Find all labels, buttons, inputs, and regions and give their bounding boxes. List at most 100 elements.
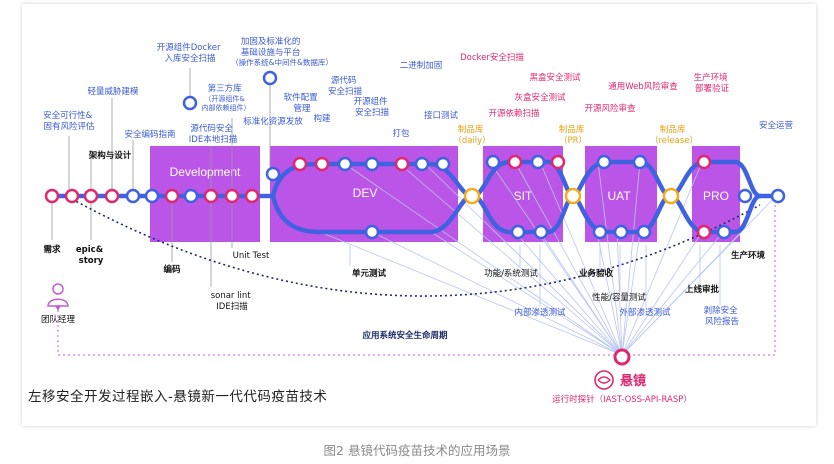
node-security-feasibility (64, 188, 80, 204)
stage-label-uat: UAT (607, 189, 631, 203)
label-docker-scan: Docker安全扫描 (460, 52, 524, 63)
label-product-daily: 制品库 （daily） (453, 124, 490, 146)
stage-label-sit: SIT (514, 189, 533, 203)
node-source-scan (337, 156, 353, 172)
label-source-scan: 源代码 安全扫描 (328, 75, 363, 97)
label-biz-accept: 业务验收 (579, 268, 614, 279)
node-product-release (662, 187, 680, 205)
label-team-manager: 团队经理 (41, 314, 76, 325)
label-go-live: 上线审批 (685, 284, 720, 295)
node-interface (435, 156, 451, 172)
label-third-party: 第三方库 （开源组件& 内部依赖组件） (202, 83, 251, 112)
node-binary (414, 156, 430, 172)
node-third-party (183, 188, 199, 204)
node-oss-scan (364, 156, 380, 172)
logo-text: 悬镜 (620, 373, 646, 389)
pipeline-nodes (44, 70, 786, 240)
label-secure-coding: 安全编码指南 (124, 129, 175, 140)
label-perf-test: 性能/容量测试 (592, 292, 646, 303)
xuanjing-logo: 悬镜 (594, 370, 646, 390)
node-hardening (262, 70, 278, 86)
node-docker (485, 154, 501, 170)
label-build: 构建 (313, 113, 331, 124)
diagram-title: 左移安全开发过程嵌入-悬镜新一代代码疫苗技术 (28, 389, 328, 405)
node-biz-accept (592, 224, 608, 240)
label-external-pentest: 外部渗透测试 (619, 307, 671, 318)
label-runtime-probe: 运行时探针（IAST-OSS-API-RASP） (552, 394, 692, 405)
node-coding (164, 188, 180, 204)
node-config (292, 156, 308, 172)
label-unit-test: Unit Test (233, 251, 270, 261)
label-std-release: 标准化资源发放 (243, 116, 303, 127)
node-runtime-probe (613, 348, 631, 366)
node-source-ide (203, 188, 219, 204)
label-web-risk: 通用Web风险审查 (608, 81, 678, 92)
node-web-risk (632, 154, 648, 170)
node-go-live (696, 224, 712, 240)
node-graybox (530, 154, 546, 170)
node-func-test (510, 224, 526, 240)
node-requirement (44, 188, 60, 204)
label-oss-docker: 开源组件Docker 入库安全扫描 (157, 42, 223, 64)
label-unit-test-cn: 单元测试 (352, 268, 387, 279)
node-arch (144, 188, 160, 204)
label-sonar: sonar lint IDE扫描 (211, 291, 254, 312)
feedback-loop (55, 205, 776, 356)
label-internal-pentest: 内部渗透测试 (514, 307, 566, 318)
label-hardening: 加固及标准化的 基础设施与平台 （操作系统&中间件&数据库） (231, 36, 333, 67)
node-pro-mid (737, 188, 753, 204)
node-dress-report (716, 224, 732, 240)
label-epic-story: epic& story (76, 245, 106, 266)
label-oss-risk: 开源风险审查 (584, 103, 636, 114)
connector-lines (319, 161, 777, 356)
label-graybox-test: 灰盒安全测试 (514, 92, 566, 103)
label-security-feasibility: 安全可行性& 固有风险评估 (43, 110, 95, 132)
label-blackbox-test: 黑盒安全测试 (529, 72, 581, 83)
label-sec-ops: 安全运营 (759, 120, 793, 131)
label-oss-component-scan: 开源组件 安全扫描 (354, 96, 391, 118)
node-secure-coding (125, 188, 141, 204)
label-prod-env-bottom: 生产环境 (731, 250, 766, 261)
label-arch-design: 架构与设计 (88, 150, 132, 161)
label-coding: 编码 (163, 264, 181, 275)
label-product-release: 制品库 （release） (650, 124, 698, 146)
stage-label-dev: DEV (353, 186, 378, 200)
node-unit-test (224, 188, 240, 204)
node-perf (613, 224, 629, 240)
node-epic (83, 188, 99, 204)
node-unit-test-cn (364, 224, 380, 240)
stage-label-pro: PRO (703, 189, 729, 203)
label-oss-dep-scan: 开源依赖扫描 (488, 108, 540, 119)
node-sec-ops (770, 188, 786, 204)
label-dress-report: 剥除安全 风险报告 (704, 305, 741, 327)
node-oss-risk (596, 154, 612, 170)
figure-caption: 图2 悬镜代码疫苗技术的应用场景 (323, 443, 511, 458)
node-threat-model (104, 188, 120, 204)
stage-label-development: Development (170, 165, 241, 179)
node-product-daily (463, 187, 481, 205)
node-ext-pentest (636, 224, 652, 240)
node-std-release (265, 166, 281, 182)
node-package (394, 156, 410, 172)
node-oss-dep (507, 154, 523, 170)
label-prod-env: 生产环境 部署验证 (694, 72, 731, 94)
label-interface-test: 接口测试 (424, 110, 459, 121)
node-build (314, 156, 330, 172)
leader-lines (51, 68, 271, 287)
node-product-pr (564, 187, 582, 205)
team-manager-icon (47, 283, 69, 307)
label-lifecycle: 应用系统安全生命周期 (362, 330, 448, 341)
label-func-test: 功能/系统测试 (484, 268, 538, 279)
node-internal-pentest (533, 224, 549, 240)
node-blackbox (550, 154, 566, 170)
label-binary-harden: 二进制加固 (400, 60, 443, 71)
label-software-config: 软件配置 管理 (284, 92, 321, 114)
label-source-ide: 源代码安全 IDE本地扫描 (189, 123, 238, 145)
label-lightweight-threat: 轻量威胁建模 (87, 86, 139, 97)
node-oss-docker (182, 95, 198, 111)
node-sonar (244, 188, 260, 204)
label-requirement: 需求 (43, 244, 61, 255)
label-package: 打包 (392, 128, 410, 139)
node-prod-verify (696, 154, 712, 170)
